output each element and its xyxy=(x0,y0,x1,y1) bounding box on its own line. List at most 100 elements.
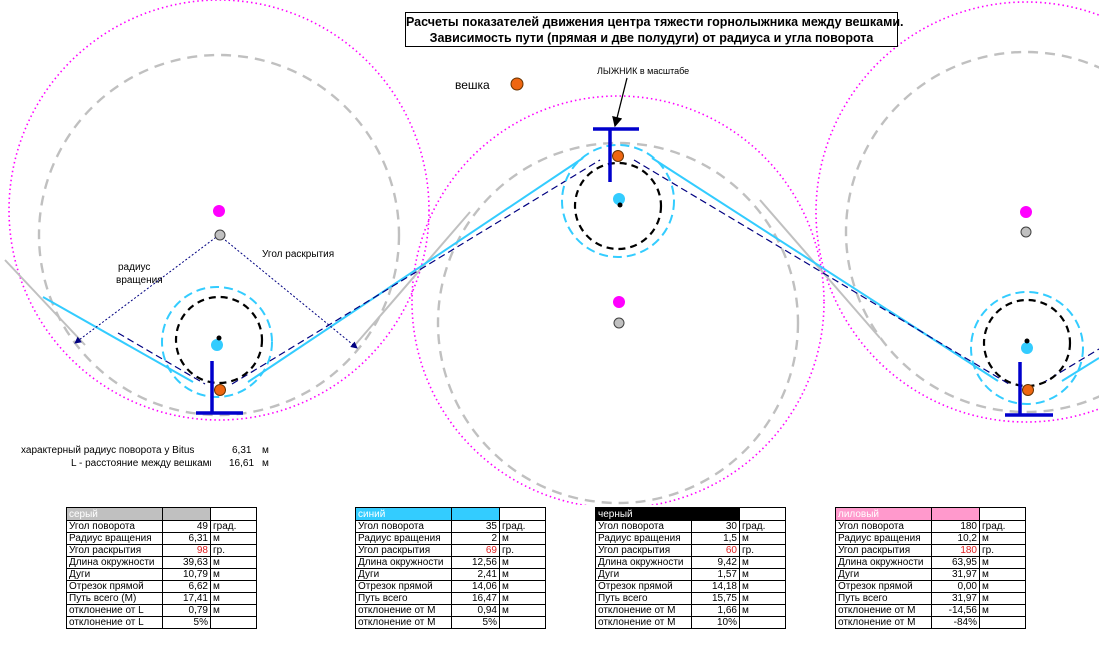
row-unit: град. xyxy=(210,520,257,533)
row-unit: м xyxy=(499,556,546,569)
row-label: Угол раскрытия xyxy=(66,544,163,557)
row-label: Угол раскрытия xyxy=(355,544,452,557)
row-unit: м xyxy=(979,592,1026,605)
row-label: Отрезок прямой xyxy=(595,580,692,593)
row-value: 0,79 xyxy=(162,604,211,617)
cyan-centers xyxy=(211,193,1033,354)
cyan-center-point xyxy=(211,339,223,351)
row-label: Длина окружности xyxy=(66,556,163,569)
row-unit: м xyxy=(739,568,786,581)
gate-marker xyxy=(1022,384,1034,396)
gray-circle-right xyxy=(844,50,1099,414)
row-value: 5% xyxy=(162,616,211,629)
gray-center-point xyxy=(214,229,226,241)
row-unit: м xyxy=(739,532,786,545)
table-header-row: лиловый xyxy=(835,507,1026,521)
row-value: 17,41 xyxy=(162,592,211,605)
pink-circle-left xyxy=(8,0,430,421)
table-header-row: синий xyxy=(355,507,546,521)
row-value: 5% xyxy=(451,616,500,629)
row-value: 14,06 xyxy=(451,580,500,593)
table-name: черный xyxy=(595,507,692,521)
row-label: Угол поворота xyxy=(66,520,163,533)
gray-turn-circles xyxy=(37,50,1099,505)
row-label: Угол поворота xyxy=(835,520,932,533)
row-unit: м xyxy=(210,532,257,545)
row-value: 6,62 xyxy=(162,580,211,593)
row-unit: гр. xyxy=(979,544,1026,557)
radius-arrow-right xyxy=(218,234,358,349)
row-label: отклонение от L xyxy=(66,604,163,617)
row-label: Путь всего (М) xyxy=(66,592,163,605)
radius-label-line2: вращения xyxy=(116,275,163,286)
summary-distance-label: L - расстояние между вешками xyxy=(71,458,211,469)
gray-center-point xyxy=(613,317,625,329)
row-label: Радиус вращения xyxy=(835,532,932,545)
table-header-swatch xyxy=(691,507,740,521)
skier-pointer-arrow xyxy=(612,77,628,128)
title-line-1: Расчеты показателей движения центра тяже… xyxy=(406,15,904,29)
cyan-path-segment xyxy=(247,157,584,383)
row-unit: м xyxy=(979,532,1026,545)
row-label: Дуги xyxy=(595,568,692,581)
row-value: 1,66 xyxy=(691,604,740,617)
row-value: 180 xyxy=(931,520,980,533)
row-label: Путь всего xyxy=(835,592,932,605)
row-label: Угол раскрытия xyxy=(595,544,692,557)
radius-label-line1: радиус xyxy=(118,262,151,273)
row-unit: м xyxy=(739,556,786,569)
row-unit xyxy=(499,616,546,629)
row-value: 31,97 xyxy=(931,568,980,581)
row-unit: м xyxy=(979,580,1026,593)
table-header-row: серый xyxy=(66,507,257,521)
row-value: 9,42 xyxy=(691,556,740,569)
row-value: 14,18 xyxy=(691,580,740,593)
black-path-segment xyxy=(1040,348,1099,385)
cyan-path xyxy=(42,157,1099,383)
row-value: 2 xyxy=(451,532,500,545)
opening-angle-label: Угол раскрытия xyxy=(262,249,335,260)
table-header-blank xyxy=(499,507,546,521)
row-unit: м xyxy=(739,580,786,593)
row-value: 31,97 xyxy=(931,592,980,605)
diagram-title: Расчеты показателей движения центра тяже… xyxy=(405,12,904,47)
row-unit: град. xyxy=(499,520,546,533)
row-unit: м xyxy=(499,568,546,581)
table-name: лиловый xyxy=(835,507,932,521)
cyan-turn-circles xyxy=(161,144,1084,405)
row-unit: м xyxy=(499,604,546,617)
gray-path xyxy=(4,199,881,346)
row-label: отклонение от М xyxy=(595,604,692,617)
row-value: -14,56 xyxy=(931,604,980,617)
gray-center-point xyxy=(1020,226,1032,238)
row-value: 2,41 xyxy=(451,568,500,581)
skier-symbols xyxy=(196,127,1053,417)
summary-distance-value: 16,61 xyxy=(229,458,255,469)
row-unit: гр. xyxy=(210,544,257,557)
row-unit: м xyxy=(739,592,786,605)
table-header-row: черный xyxy=(595,507,786,521)
row-value: 1,57 xyxy=(691,568,740,581)
row-value: 0,00 xyxy=(931,580,980,593)
row-unit: гр. xyxy=(499,544,546,557)
row-label: отклонение от М xyxy=(355,604,452,617)
row-value: 6,31 xyxy=(162,532,211,545)
row-unit xyxy=(210,616,257,629)
black-center-point xyxy=(1024,338,1030,344)
